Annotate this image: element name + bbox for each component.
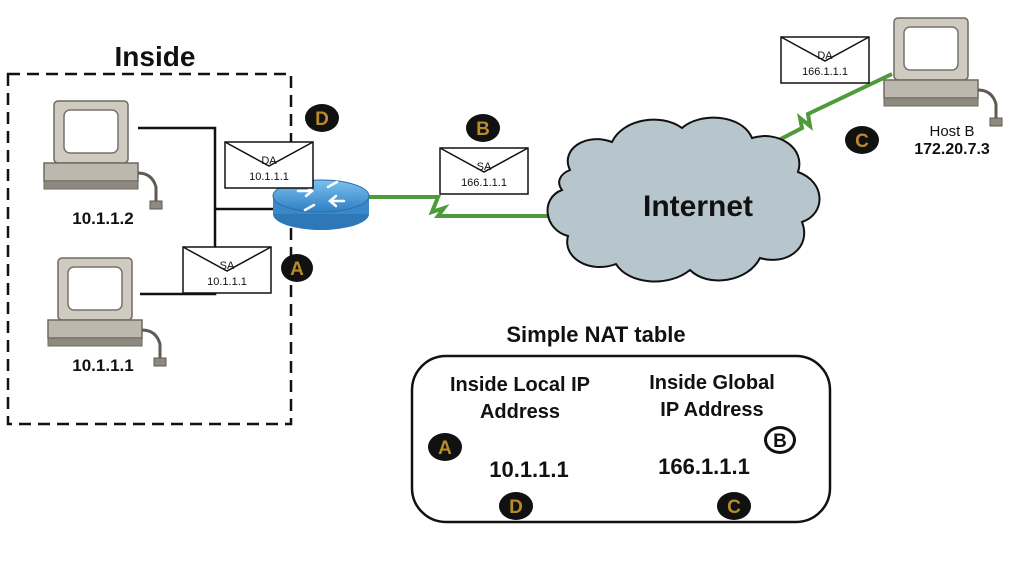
packet-d-envelope: DA 10.1.1.1 bbox=[224, 141, 314, 189]
nat-col-local-line2: Address bbox=[480, 401, 560, 423]
marker-b: B bbox=[466, 114, 500, 142]
internet-cloud: Internet bbox=[546, 116, 821, 283]
nat-table: Inside Local IP Address Inside Global IP… bbox=[410, 354, 832, 524]
svg-text:A: A bbox=[438, 438, 452, 459]
svg-text:D: D bbox=[509, 497, 523, 518]
nat-marker-c: C bbox=[717, 492, 751, 520]
nat-col-global-line2: IP Address bbox=[660, 399, 763, 421]
nat-marker-d: D bbox=[499, 492, 533, 520]
svg-text:C: C bbox=[855, 131, 869, 152]
marker-a: A bbox=[281, 254, 313, 282]
nat-marker-b: B bbox=[764, 426, 796, 454]
packet-c-value: 166.1.1.1 bbox=[802, 66, 848, 78]
host-b-computer bbox=[882, 16, 1004, 128]
lan-wiring bbox=[138, 126, 280, 296]
host-upper-ip: 10.1.1.2 bbox=[72, 209, 133, 228]
host-b-name: Host B bbox=[929, 123, 974, 140]
svg-text:C: C bbox=[727, 497, 741, 518]
marker-c: C bbox=[845, 126, 879, 154]
internet-label: Internet bbox=[643, 190, 753, 223]
host-b-ip: 172.20.7.3 bbox=[914, 141, 990, 158]
wan-links bbox=[366, 72, 893, 218]
packet-c-field: DA bbox=[817, 50, 833, 62]
packet-b-envelope: SA 166.1.1.1 bbox=[439, 147, 529, 195]
packet-c-envelope: DA 166.1.1.1 bbox=[780, 36, 870, 84]
svg-text:B: B bbox=[476, 119, 490, 140]
inside-label: Inside bbox=[115, 41, 196, 72]
nat-marker-a: A bbox=[428, 433, 462, 461]
packet-b-field: SA bbox=[477, 161, 492, 173]
packet-b-value: 166.1.1.1 bbox=[461, 177, 507, 189]
nat-col-local-line1: Inside Local IP bbox=[450, 374, 590, 396]
svg-text:D: D bbox=[315, 109, 329, 130]
marker-d: D bbox=[305, 104, 339, 132]
nat-table-title: Simple NAT table bbox=[506, 322, 685, 347]
inside-region bbox=[6, 72, 293, 426]
host-10-1-1-1-computer bbox=[46, 256, 168, 368]
svg-text:A: A bbox=[290, 259, 304, 280]
packet-d-value: 10.1.1.1 bbox=[249, 171, 289, 183]
packet-a-field: SA bbox=[220, 260, 235, 272]
nat-global-value: 166.1.1.1 bbox=[658, 454, 750, 479]
packet-a-envelope: SA 10.1.1.1 bbox=[182, 246, 272, 294]
packet-a-value: 10.1.1.1 bbox=[207, 276, 247, 288]
packet-d-field: DA bbox=[261, 155, 277, 167]
host-10-1-1-2-computer bbox=[42, 99, 164, 211]
nat-col-global-line1: Inside Global bbox=[649, 372, 775, 394]
nat-local-value: 10.1.1.1 bbox=[489, 457, 569, 482]
svg-text:B: B bbox=[773, 431, 787, 452]
host-lower-ip: 10.1.1.1 bbox=[72, 356, 133, 375]
